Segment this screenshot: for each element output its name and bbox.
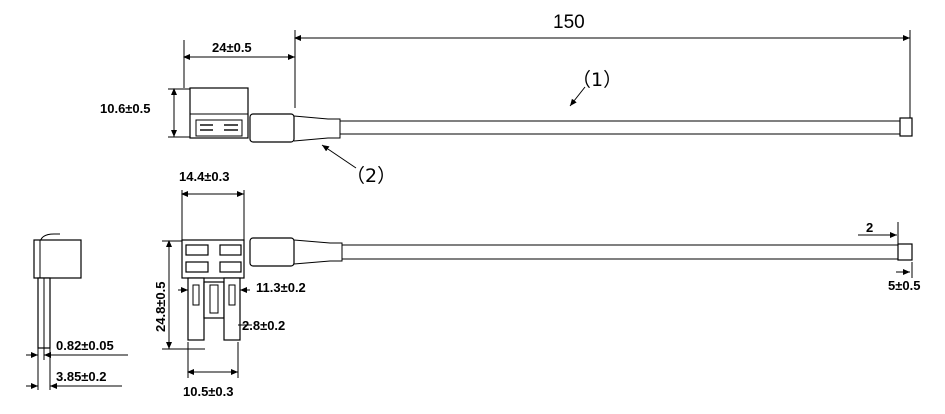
side-view: 0.82±0.05 3.85±0.2	[26, 233, 128, 390]
dim-holder-height: 10.6±0.5	[100, 101, 151, 116]
dim-blade-thickness: 0.82±0.05	[56, 338, 114, 353]
callout-sleeve: （2）	[346, 165, 396, 187]
blade-left	[187, 277, 205, 341]
dim-holder-width-top: 14.4±0.3	[179, 169, 230, 184]
wire-terminal-top	[899, 117, 913, 137]
front-view: 14.4±0.3 24.8±0.5 2 5±0.5	[153, 169, 920, 399]
wire-terminal-front	[897, 243, 913, 261]
dim-side-width: 3.85±0.2	[56, 369, 107, 384]
dim-holder-height-side: 24.8±0.5	[153, 281, 168, 332]
dim-blade-span-bottom: 10.5±0.3	[183, 384, 234, 399]
heat-shrink-sleeve	[249, 113, 295, 143]
top-view: 150 24±0.5 10.6±0.5 （1） （2）	[100, 12, 913, 187]
dim-terminal-length: 2	[866, 220, 873, 235]
blade-right	[223, 277, 241, 341]
dim-blade-width: 2.8±0.2	[242, 318, 285, 333]
heat-shrink-sleeve-front	[249, 237, 295, 267]
dim-overall-length: 150	[553, 12, 585, 33]
dim-terminal-size: 5±0.5	[888, 278, 920, 293]
callout-wire: （1）	[572, 69, 622, 91]
fuse-holder-body	[189, 87, 249, 139]
dim-blade-spacing: 11.3±0.2	[256, 280, 306, 295]
side-holder-body	[33, 239, 82, 279]
dim-holder-length: 24±0.5	[212, 40, 252, 55]
